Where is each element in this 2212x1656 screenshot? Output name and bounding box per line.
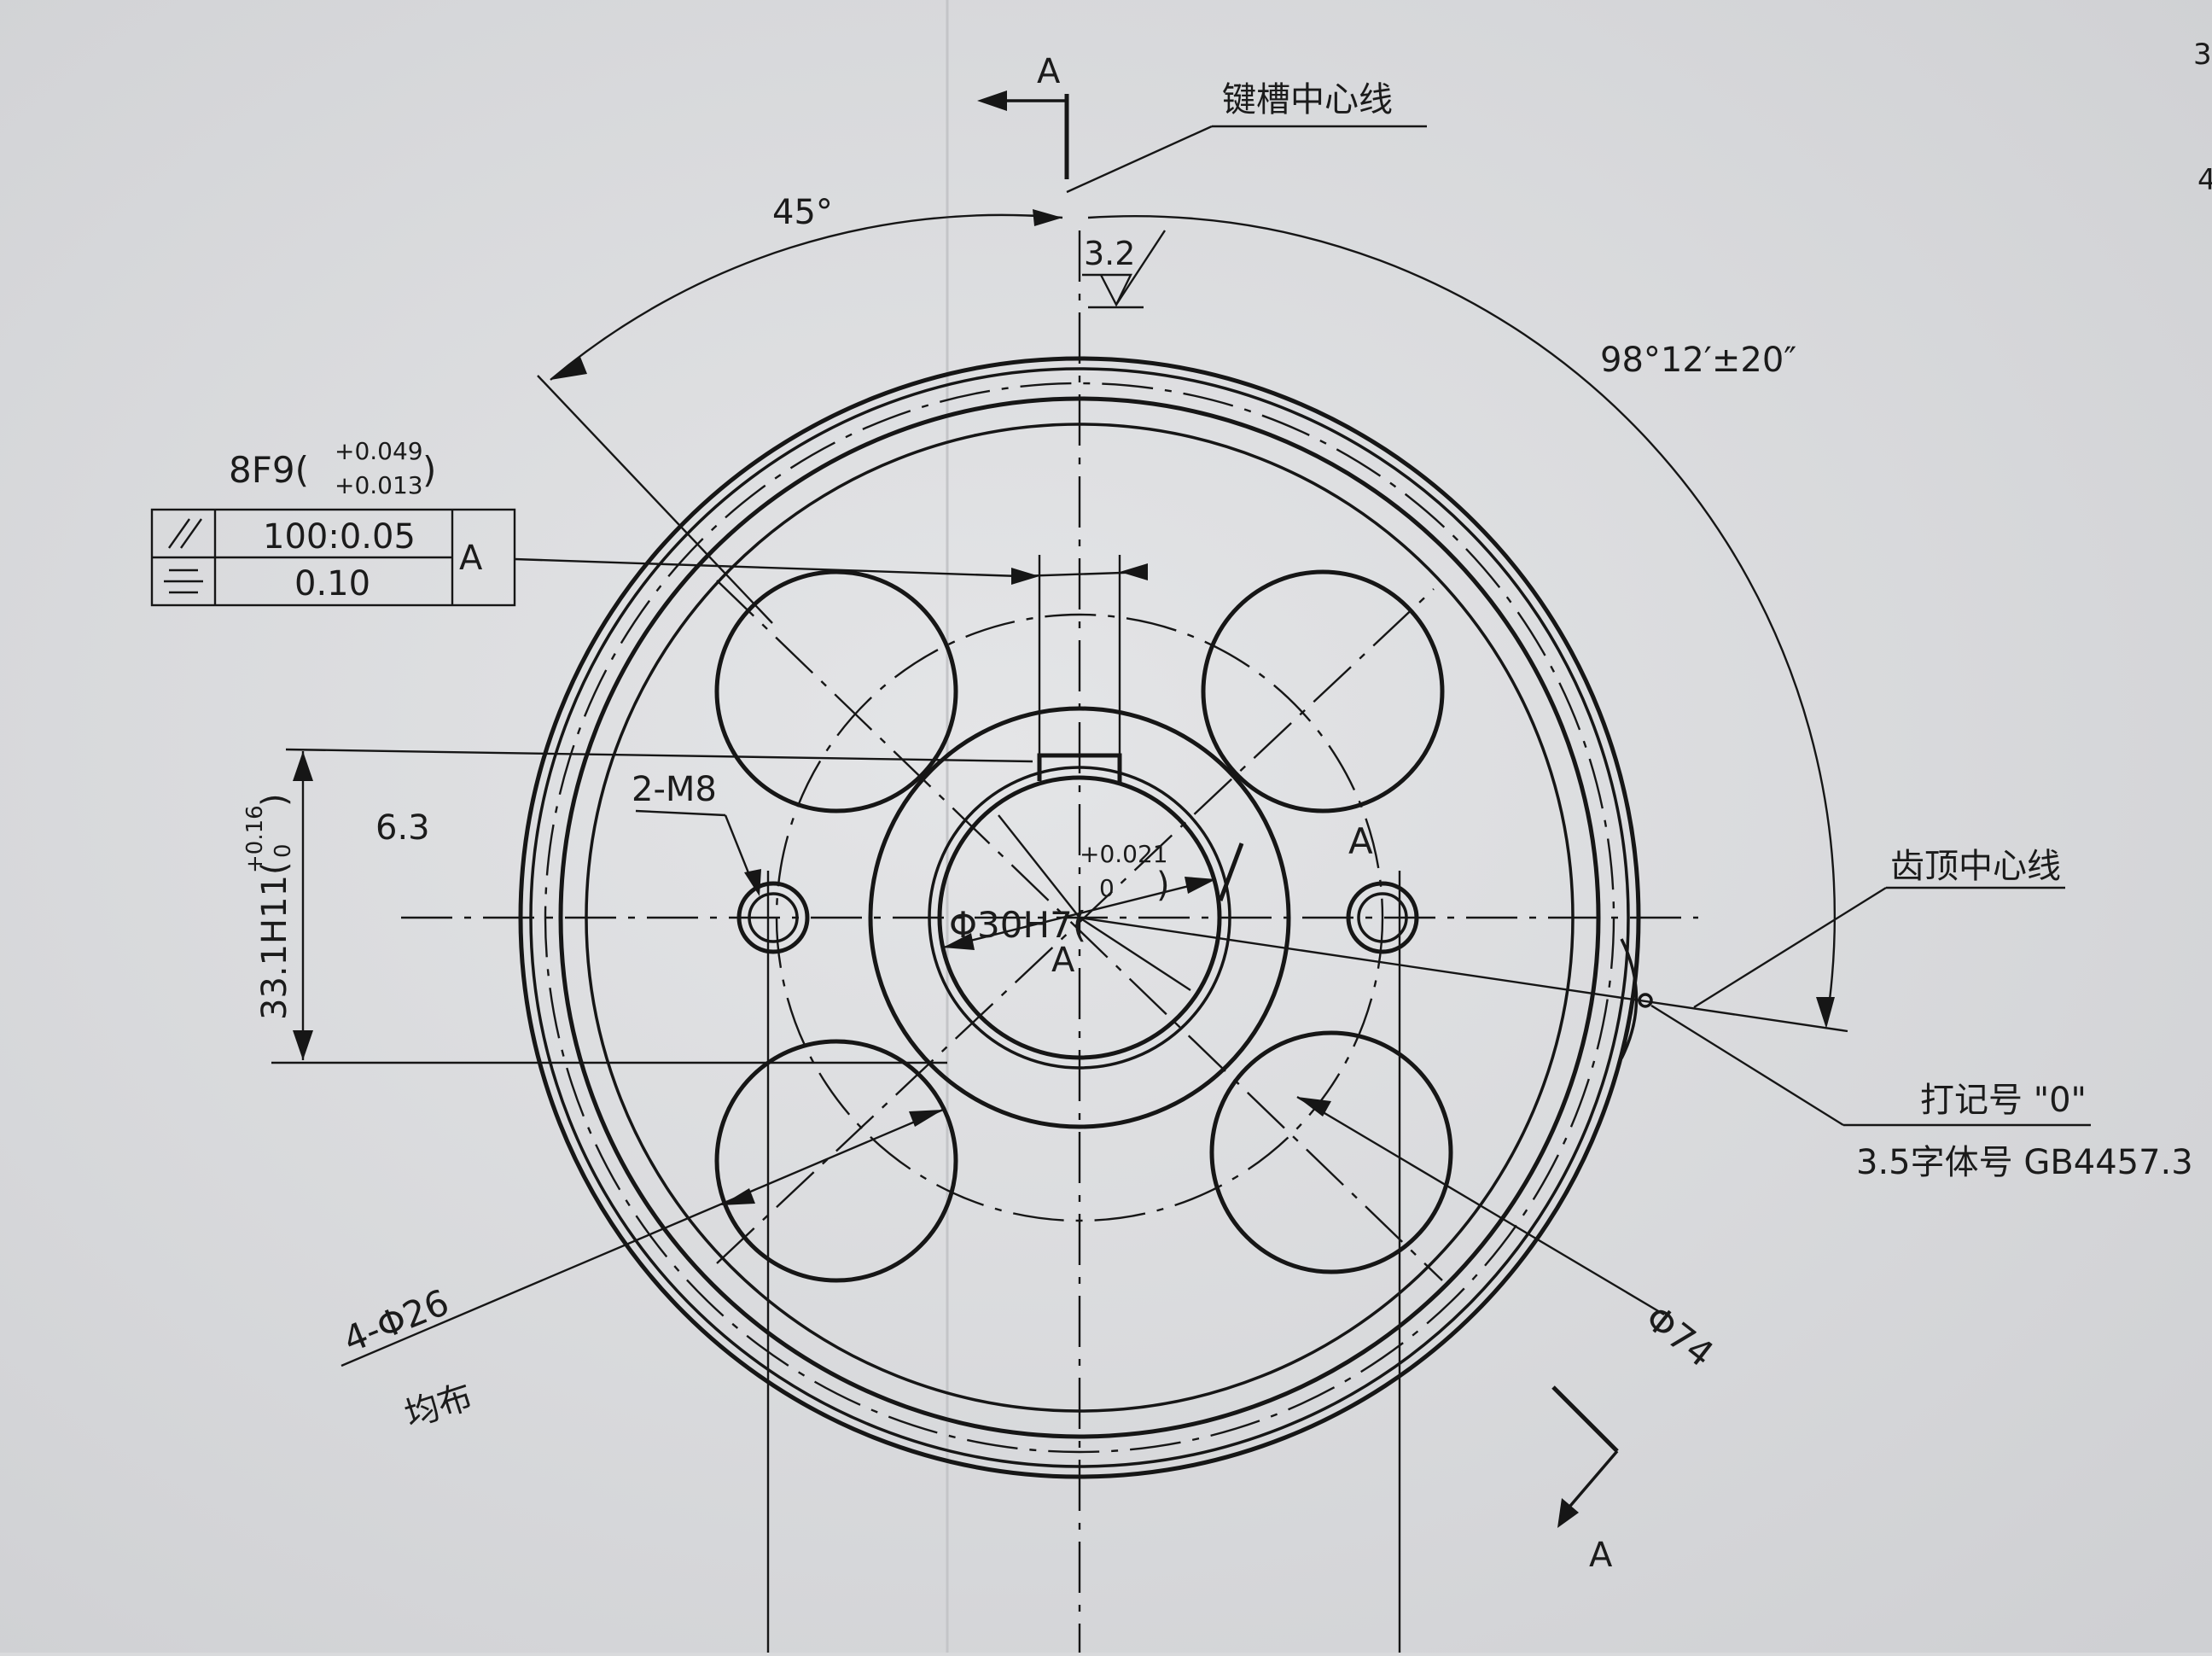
bore-close: ) [1156, 866, 1170, 905]
feature-control-frame: 100:0.05 0.10 A [150, 508, 1021, 607]
keyway-centerline-callout: 键槽中心线 [1066, 80, 1427, 194]
lightening-hole-bottom-right [1209, 1030, 1453, 1274]
bore-dimension: Φ30H7( +0.021 0 ) A A [942, 814, 1373, 992]
angle-45-arrow-right [1033, 209, 1062, 226]
angle-45-arrow-left [550, 357, 587, 380]
bore-arrow-left [943, 933, 975, 950]
bore-arrow-right [1185, 877, 1216, 894]
lightening-hole-top-right [1201, 569, 1445, 813]
roughness-value: 3.2 [1084, 235, 1135, 272]
tooth-angle-arrow [1816, 997, 1835, 1029]
angle-45-arc [550, 213, 1063, 381]
bore-label: Φ30H7( [949, 904, 1086, 946]
fcf-leader [514, 557, 1021, 578]
tooth-angle-label: 98°12′±20″ [1600, 341, 1796, 380]
bore-tol-lower: 0 [1099, 874, 1115, 902]
section-label-bottom: A [1589, 1536, 1613, 1575]
bore-leader-lower [1079, 916, 1191, 992]
center-lines [401, 230, 1698, 1653]
bore-tol-upper: +0.021 [1080, 840, 1168, 868]
tooth-leader-diagonal [1693, 886, 1887, 1009]
depth-arrow-top [293, 751, 313, 781]
keyway-width-tol-upper: +0.049 [335, 437, 423, 465]
thread-arrow [744, 869, 761, 896]
depth-arrow-bottom [293, 1030, 313, 1060]
mark-note-callout: 打记号 "0" 3.5字体号 GB4457.3 [1650, 1004, 2193, 1182]
diagonal-centerline-2 [716, 588, 1435, 1264]
bore-dim-line [942, 878, 1217, 949]
depth-label: 33.1H11( [255, 861, 294, 1020]
edge-mark-1: 3 [2193, 38, 2212, 72]
keyway-centerline-label: 键槽中心线 [1222, 80, 1393, 120]
angle-45-extension [537, 375, 773, 624]
bore-leader-upper [998, 814, 1080, 918]
mark-leader-diagonal [1650, 1004, 1844, 1127]
pcd-arrow [1297, 1097, 1331, 1117]
tooth-centerline-label: 齿顶中心线 [1890, 847, 2061, 886]
section-label-top: A [1037, 52, 1061, 91]
parallelism-icon [168, 518, 190, 549]
tooth-centerline [1079, 916, 1848, 1033]
section-arrow-shaft-bottom [1564, 1449, 1619, 1513]
lightening-hole-top-left [714, 569, 958, 813]
tooth-notch [1620, 938, 1639, 1059]
diagonal-centerline-1 [716, 580, 1443, 1281]
keyway-leader-diagonal [1066, 125, 1213, 194]
datum-center-label: A [1051, 941, 1075, 980]
tooth-angle-arc [1087, 214, 1837, 1025]
roughness-symbol: 3.2 [1082, 230, 1167, 309]
lightening-holes [714, 569, 1453, 1283]
font-note-label: 3.5字体号 GB4457.3 [1856, 1143, 2193, 1182]
section-marker-bottom: A [1551, 1385, 1619, 1575]
thread-label: 2-M8 [632, 770, 717, 809]
angle-45-label: 45° [772, 193, 833, 232]
keyway-width-label: 8F9( [229, 449, 309, 491]
mark-note-label: 打记号 "0" [1920, 1081, 2087, 1120]
fcf-datum: A [459, 539, 483, 578]
keyway-width-arrow-left [1011, 568, 1039, 585]
roughness-value-2: 6.3 [375, 808, 430, 848]
holes-arrow-upper [909, 1110, 943, 1127]
parallelism-icon-2 [180, 518, 202, 549]
section-arrow-top [977, 90, 1007, 111]
keyway-width-arrow-right [1120, 563, 1148, 580]
keyway-width-dimension: 8F9( +0.049 +0.013 ) [229, 437, 1149, 585]
keyway-depth-dimension: 33.1H11( +0.16 0 ) 6.3 [242, 748, 1033, 1064]
thread-leader-horizontal [635, 809, 726, 817]
thread-callout: 2-M8 [632, 770, 761, 896]
fcf-symmetry-value: 0.10 [294, 564, 370, 604]
lightening-hole-bottom-left [714, 1039, 958, 1283]
keyway-width-close: ) [422, 449, 436, 491]
tooth-centerline-callout: 齿顶中心线 [1079, 847, 2065, 1033]
angle-45-dimension: 45° [537, 193, 1063, 624]
edge-mark-2: 4 [2197, 163, 2212, 197]
section-marker-top: A [977, 52, 1069, 179]
depth-extension-top [285, 748, 1033, 763]
depth-close: ) [255, 793, 294, 807]
holes-arrow-lower [721, 1188, 755, 1205]
depth-tol-upper: +0.16 [242, 805, 268, 873]
pcd-leader [1296, 1095, 1665, 1316]
depth-tol-lower: 0 [271, 843, 296, 858]
datum-feature-bar [1218, 843, 1244, 901]
section-cut-line-bottom [1551, 1385, 1619, 1453]
fcf-parallel-value: 100:0.05 [263, 517, 416, 557]
holes-leader [341, 1108, 944, 1367]
tooth-angle-dimension: 98°12′±20″ [1087, 214, 1837, 1029]
datum-right-label: A [1348, 820, 1373, 862]
roughness-triangle [1082, 273, 1132, 307]
section-arrow-bottom [1557, 1498, 1579, 1528]
roughness-tail [1115, 230, 1167, 306]
keyway-width-tol-lower: +0.013 [335, 471, 423, 499]
